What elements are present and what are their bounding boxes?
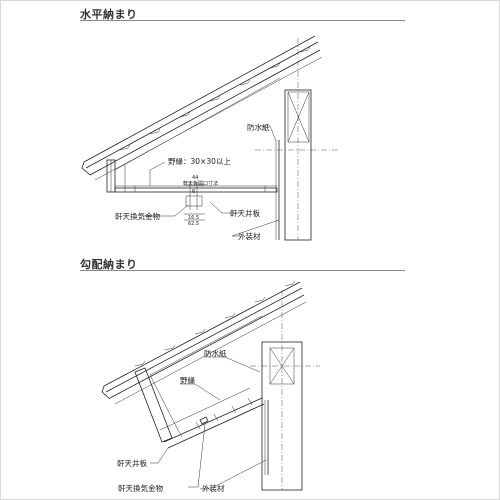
- dim-16-5: 16.5: [188, 215, 199, 221]
- label-vent-hardware-2: 軒天換気金物: [118, 483, 163, 493]
- section2-rule: [80, 270, 405, 271]
- dim-6: 6: [192, 189, 195, 195]
- label-opening-dim: 軒天板開口寸法: [183, 180, 218, 187]
- section2-title: 勾配納まり: [80, 258, 138, 271]
- label-soffit-board-1: 軒天井板: [230, 208, 260, 218]
- label-soffit-board-2: 軒天井板: [117, 458, 147, 468]
- section1-rule: [80, 20, 405, 21]
- fascia-2: [134, 367, 173, 443]
- sloped-eaves-drawing: 防水紙 野縁 軒天井板 軒天換気金物 外装材: [101, 280, 320, 493]
- label-furring-2: 野縁: [180, 375, 195, 385]
- wall-2: [250, 290, 320, 491]
- label-waterproof-paper-2: 防水紙: [204, 348, 227, 358]
- horizontal-eaves-drawing: 44 軒天板開口寸法 6 16.5 62.5 防水紙 野縁：30×30以上 軒天…: [81, 35, 340, 241]
- label-exterior-material-2: 外装材: [202, 483, 225, 493]
- label-vent-hardware-1: 軒天換気金物: [115, 211, 160, 221]
- fascia-1: [106, 159, 116, 193]
- soffit-board-1: [114, 185, 278, 193]
- dim-44: 44: [192, 175, 198, 181]
- section1-title: 水平納まり: [80, 8, 138, 21]
- soffit-board-2: [159, 387, 265, 449]
- vent-detail-1: 44 軒天板開口寸法 6 16.5 62.5: [183, 175, 218, 227]
- label-waterproof-paper-1: 防水紙: [247, 122, 270, 132]
- roof-slope-1: [81, 35, 323, 181]
- dim-62-5: 62.5: [188, 221, 199, 227]
- label-furring-1: 野縁：30×30以上: [168, 156, 231, 166]
- roof-slope-2: [101, 280, 307, 405]
- wall-1: [255, 38, 340, 241]
- label-exterior-material-1: 外装材: [238, 231, 261, 241]
